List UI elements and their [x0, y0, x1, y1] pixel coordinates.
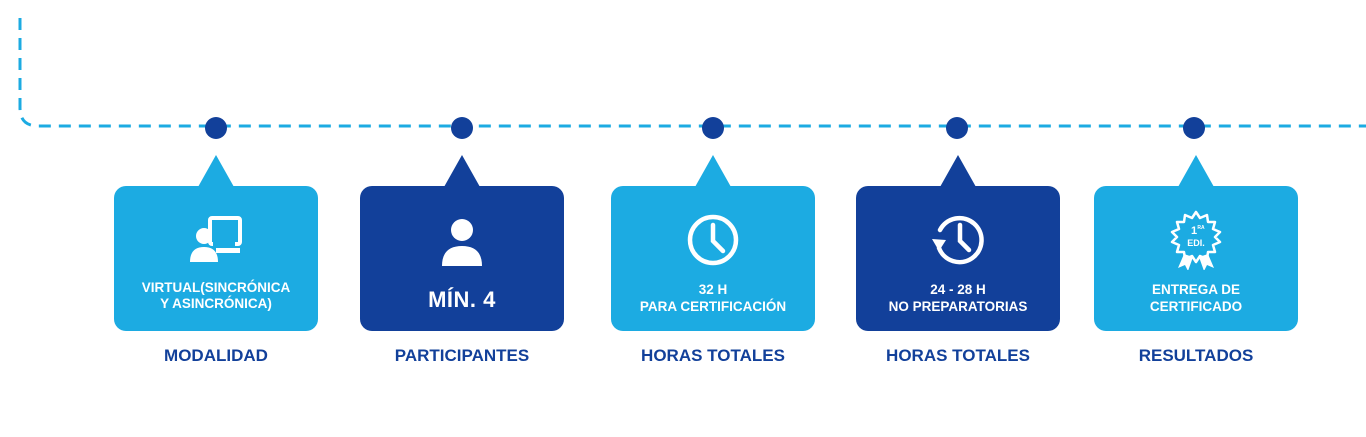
user-icon	[432, 210, 492, 270]
card-label: MODALIDAD	[164, 346, 268, 365]
card-pointer	[695, 155, 731, 187]
timeline-dot	[451, 117, 473, 139]
card-pointer	[940, 155, 976, 187]
history-clock-icon	[928, 210, 988, 270]
card-pointer	[198, 155, 234, 187]
card-label: HORAS TOTALES	[886, 346, 1030, 365]
certificate-badge-icon: 1 RA EDI.	[1166, 210, 1226, 270]
card-text-line2: CERTIFICADO	[1149, 299, 1243, 314]
clock-icon	[683, 210, 743, 270]
badge-number: 1	[1191, 225, 1197, 237]
card-text-line1: VIRTUAL(SINCRÓNICA	[141, 280, 291, 295]
card-text-line2: NO PREPARATORIAS	[888, 299, 1028, 314]
card-big-text: MÍN. 4	[428, 287, 496, 312]
timeline-dot	[702, 117, 724, 139]
badge-edition: EDI.	[1187, 238, 1205, 248]
timeline-dot	[205, 117, 227, 139]
card-text-line2: Y ASINCRÓNICA)	[160, 296, 272, 311]
card-resultados: 1 RA EDI. ENTREGA DE CERTIFICADO	[1094, 155, 1298, 331]
card-modalidad: VIRTUAL(SINCRÓNICA Y ASINCRÓNICA)	[114, 155, 318, 331]
timeline-dot	[1183, 117, 1205, 139]
badge-superscript: RA	[1197, 225, 1205, 231]
card-pointer	[1178, 155, 1214, 187]
card-text-line2: PARA CERTIFICACIÓN	[639, 299, 787, 314]
card-label: PARTICIPANTES	[394, 346, 530, 365]
card-horas-no-preparatorias: 24 - 28 H NO PREPARATORIAS	[856, 155, 1060, 331]
card-label: HORAS TOTALES	[641, 346, 785, 365]
card-pointer	[444, 155, 480, 187]
timeline-dot	[946, 117, 968, 139]
card-text-line1: 24 - 28 H	[930, 282, 986, 297]
card-text-line1: ENTREGA DE	[1151, 282, 1240, 297]
card-label: RESULTADOS	[1138, 346, 1254, 365]
timeline-line	[18, 18, 1366, 128]
card-text-line1: 32 H	[698, 282, 728, 297]
virtual-class-icon	[186, 210, 246, 270]
card-participantes: MÍN. 4	[360, 155, 564, 331]
card-horas-certificacion: 32 H PARA CERTIFICACIÓN	[611, 155, 815, 331]
